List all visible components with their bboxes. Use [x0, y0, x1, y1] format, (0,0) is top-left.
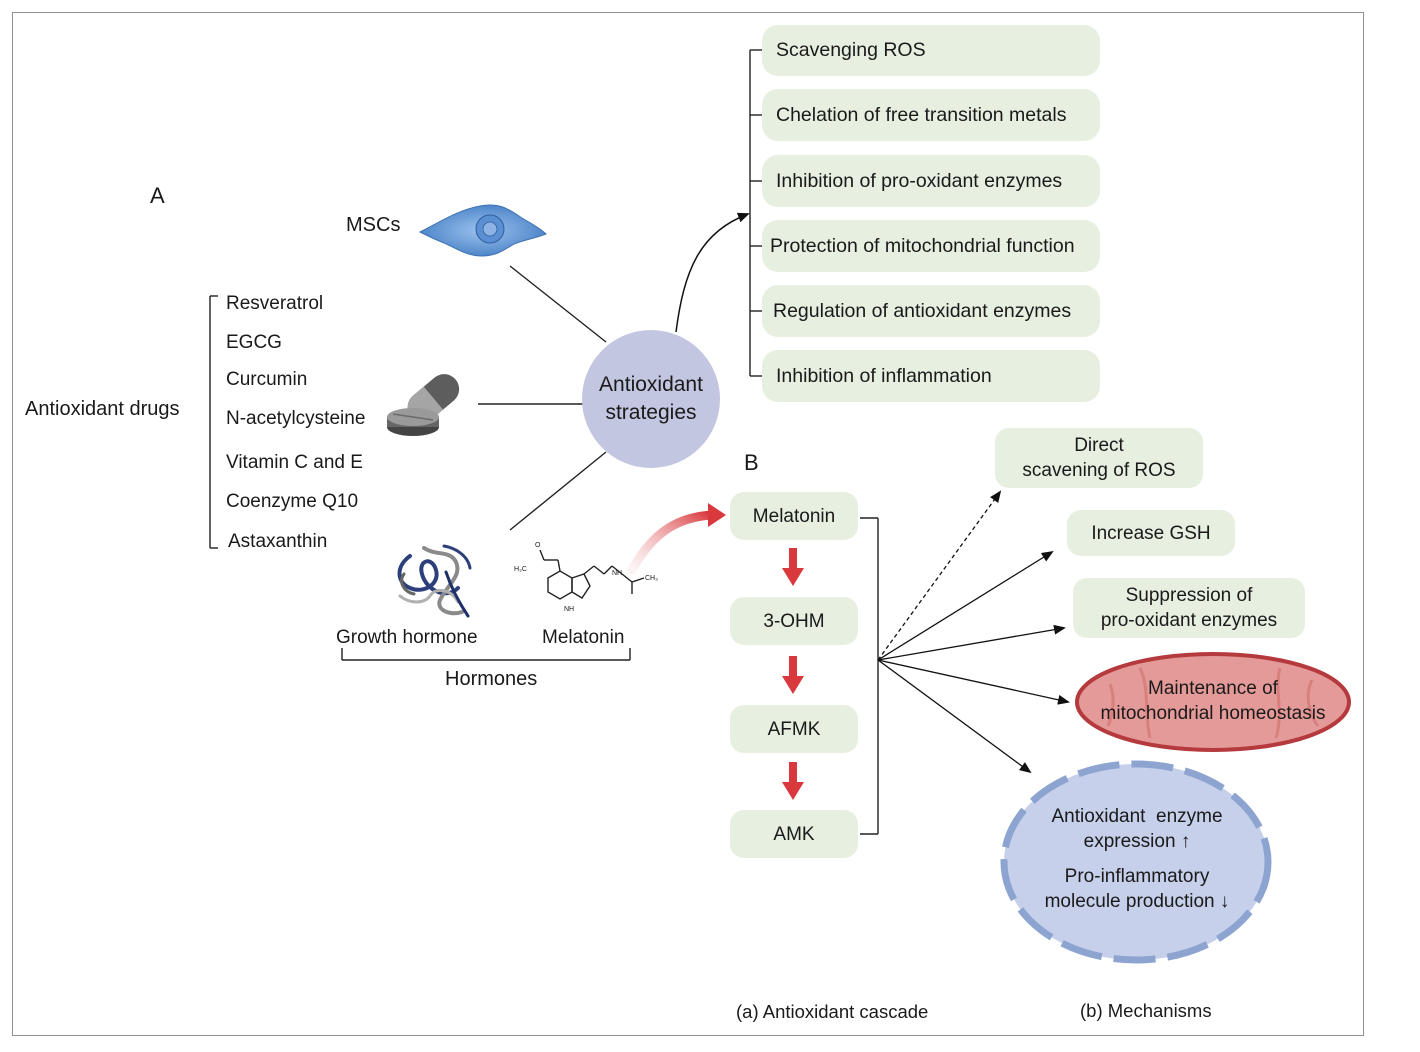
mechanism-mitochondria-text: Maintenance of mitochondrial homeostasis	[1078, 676, 1348, 726]
arrow-increase-gsh	[877, 550, 1054, 661]
outcome-label: Inhibition of inflammation	[776, 364, 992, 387]
drug-item: EGCG	[226, 332, 282, 353]
hub-to-outcomes-arrow	[675, 212, 750, 333]
cascade-step-label: AFMK	[767, 718, 821, 740]
drug-item: Vitamin C and E	[226, 452, 363, 473]
arrow-direct-scavenging	[877, 490, 1002, 661]
drug-item: Curcumin	[226, 369, 308, 390]
drug-item: Resveratrol	[226, 293, 324, 314]
growth-hormone-protein-icon	[397, 544, 472, 618]
melatonin-to-cascade-arrowhead	[708, 503, 726, 527]
arrow-mitochondria	[877, 659, 1070, 705]
melatonin-structure-icon	[539, 549, 645, 600]
melatonin-hormone-label: Melatonin	[542, 627, 625, 648]
msc-cell-icon	[418, 204, 547, 257]
hormones-label: Hormones	[445, 668, 538, 690]
outcome-label: Protection of mitochondrial function	[770, 234, 1075, 257]
mechanism-line: Increase GSH	[1091, 522, 1211, 544]
cascade-arrows	[782, 548, 804, 800]
cascade-step: AFMK	[730, 705, 858, 753]
outcome-label: Inhibition of pro-oxidant enzymes	[776, 169, 1063, 192]
cascade-step-label: AMK	[773, 823, 815, 845]
hormones-bracket	[341, 648, 631, 661]
outcome-pill: Inhibition of pro-oxidant enzymes	[762, 155, 1100, 207]
antioxidant-drugs-label: Antioxidant drugs	[25, 398, 180, 420]
outcome-pill: Scavenging ROS	[762, 25, 1100, 76]
outcome-pill: Inhibition of inflammation	[762, 350, 1100, 402]
mechanism-line: pro-oxidant enzymes	[1100, 610, 1278, 631]
mechanism-line: Direct	[1074, 435, 1124, 456]
outcome-label: Chelation of free transition metals	[776, 103, 1067, 126]
molecule-label-o: O	[535, 542, 541, 549]
growth-hormone-label: Growth hormone	[336, 627, 478, 648]
outcome-pill: Regulation of antioxidant enzymes	[762, 285, 1100, 337]
mechanism-line: expression ↑	[1083, 831, 1191, 852]
outcome-label: Regulation of antioxidant enzymes	[773, 299, 1072, 322]
arrow-suppression	[877, 624, 1066, 661]
mechanism-line: Maintenance of	[1148, 678, 1278, 699]
mechanism-enzyme-expression: Antioxidant enzyme expression ↑	[1012, 804, 1262, 854]
mechanism-line: Suppression of	[1125, 585, 1253, 606]
caption-antioxidant-cascade: (a) Antioxidant cascade	[736, 1001, 929, 1022]
outcome-pill: Protection of mitochondrial function	[762, 220, 1100, 272]
drug-item: Coenzyme Q10	[226, 491, 359, 512]
drugs-bracket	[209, 295, 218, 549]
antioxidant-strategies-hub: Antioxidant strategies	[582, 330, 720, 468]
arrow-cell-expression	[877, 659, 1032, 774]
melatonin-to-cascade-arrow	[627, 510, 717, 575]
outcome-pill: Chelation of free transition metals	[762, 89, 1100, 141]
mitochondrion-icon	[1075, 652, 1351, 752]
mechanism-line: mitochondrial homeostasis	[1100, 703, 1326, 724]
caption-mechanisms: (b) Mechanisms	[1080, 1000, 1212, 1021]
drug-item: Astaxanthin	[228, 531, 328, 552]
cascade-step-label: 3-OHM	[763, 610, 825, 632]
molecule-label-nh-bottom: NH	[564, 606, 575, 613]
msc-label: MSCs	[346, 214, 401, 236]
mechanism-direct-scavenging: Direct scavening of ROS	[995, 428, 1203, 488]
outcomes-bracket	[749, 49, 762, 377]
cascade-step-label: Melatonin	[752, 505, 836, 527]
mechanism-line: scavening of ROS	[1022, 460, 1176, 481]
panel-b-letter: B	[744, 450, 759, 475]
molecule-label-h3c: H₃C	[514, 566, 527, 573]
molecule-label-nh-top: NH	[612, 570, 623, 577]
pills-icon	[387, 374, 460, 436]
mechanism-line: Pro-inflammatory	[1064, 866, 1210, 887]
drug-item: N-acetylcysteine	[226, 408, 366, 429]
outcome-label: Scavenging ROS	[776, 39, 926, 61]
mechanism-increase-gsh: Increase GSH	[1067, 510, 1235, 556]
mechanism-proinflammatory: Pro-inflammatory molecule production ↓	[1012, 864, 1262, 914]
mechanism-suppression: Suppression of pro-oxidant enzymes	[1073, 578, 1305, 638]
panel-a-letter: A	[150, 183, 165, 208]
msc-connector	[509, 265, 607, 343]
mechanism-line: Antioxidant enzyme	[1051, 806, 1223, 827]
cascade-step: AMK	[730, 810, 858, 858]
cascade-bracket	[860, 517, 879, 835]
hub-line: strategies	[605, 401, 697, 424]
cell-icon	[1000, 760, 1272, 964]
cascade-step: 3-OHM	[730, 597, 858, 645]
mechanism-line: molecule production ↓	[1044, 891, 1230, 912]
cascade-step: Melatonin	[730, 492, 858, 540]
hormones-connector	[509, 451, 607, 531]
hub-line: Antioxidant	[599, 373, 703, 396]
molecule-label-ch3: CH₃	[645, 575, 658, 582]
